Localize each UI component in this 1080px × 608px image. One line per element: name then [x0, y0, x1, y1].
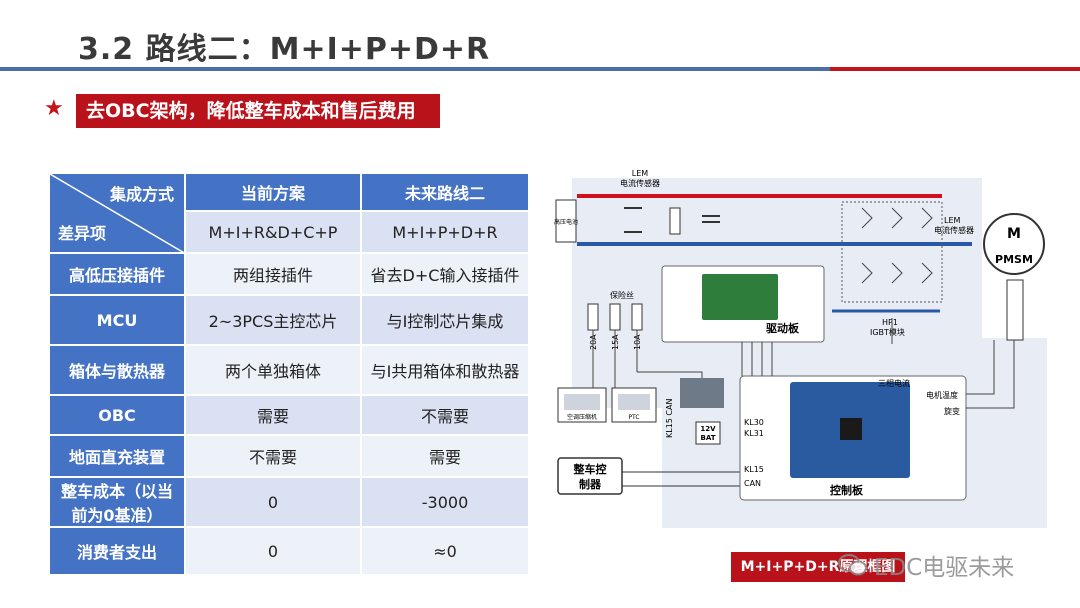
fuse-icon [587, 303, 599, 331]
lem-top-label: LEM [632, 169, 649, 178]
motor-symbol: M [1007, 226, 1021, 242]
table-row: 高低压接插件 两组接插件 省去D+C输入接插件 [48, 252, 530, 296]
row-label: 地面直充装置 [48, 434, 186, 478]
comparison-table: 集成方式 差异项 当前方案 未来路线二 M+I+R&D+C+P M+I+P+D+… [48, 172, 530, 576]
motor-icon [983, 213, 1045, 275]
wechat-icon [838, 554, 867, 576]
table-row: 箱体与散热器 两个单独箱体 与I共用箱体和散热器 [48, 344, 530, 396]
subheader-current: M+I+R&D+C+P [184, 210, 362, 254]
row-future: 与I共用箱体和散热器 [360, 344, 530, 396]
battery-12v-icon [695, 421, 721, 445]
row-future: -3000 [360, 476, 530, 528]
watermark-text: EDC电驱未来 [874, 555, 1015, 581]
vcu-line1: 整车控 [573, 462, 607, 476]
lem-right-label: LEM [944, 216, 961, 225]
table-corner-cell: 集成方式 差异项 [48, 172, 186, 254]
kl15-label: KL15 [744, 465, 764, 474]
kl15can-label: KL15 CAN [665, 399, 674, 438]
three-phase-label: 三相电流 [878, 378, 910, 388]
vcu-line2: 制器 [579, 477, 602, 491]
row-current: 2~3PCS主控芯片 [184, 294, 362, 346]
row-current: 不需要 [184, 434, 362, 478]
watermark: EDC电驱未来 [838, 548, 1014, 582]
row-label: 整车成本（以当前为0基准） [48, 476, 186, 528]
drive-board-image [702, 274, 778, 320]
hv-battery-icon [555, 199, 577, 243]
title-rule-red [830, 67, 1080, 71]
system-block-diagram: 高压电池 LEM 电流传感器 HP1 IGBT模块 LEM 电流传感器 M PM… [552, 168, 1052, 534]
col-header-future: 未来路线二 [360, 172, 530, 212]
row-future: ≈0 [360, 526, 530, 576]
row-current: 两组接插件 [184, 252, 362, 296]
row-current: 需要 [184, 394, 362, 436]
table-row: OBC 需要 不需要 [48, 394, 530, 436]
lem-top-sub: 电流传感器 [620, 178, 660, 188]
corner-top-label: 集成方式 [109, 185, 174, 204]
row-future: 不需要 [360, 394, 530, 436]
bat-12v-b: BAT [701, 434, 716, 442]
igbt-line1: HP1 [882, 318, 898, 327]
row-current: 两个单独箱体 [184, 344, 362, 396]
title-rule-blue [0, 67, 830, 71]
row-label: 高低压接插件 [48, 252, 186, 296]
col-header-current: 当前方案 [184, 172, 362, 212]
row-label: 消费者支出 [48, 526, 186, 576]
row-current: 0 [184, 526, 362, 576]
row-future: 与I控制芯片集成 [360, 294, 530, 346]
row-label: OBC [48, 394, 186, 436]
row-future: 需要 [360, 434, 530, 478]
page-title: 3.2 路线二：M+I+P+D+R [78, 32, 491, 67]
can-label: CAN [744, 479, 761, 488]
fuse-label: 保险丝 [610, 290, 634, 300]
motor-temp-label: 电机温度 [926, 390, 958, 400]
resolver-shaft-icon [1006, 279, 1024, 341]
kl31-label: KL31 [744, 429, 764, 438]
table-row: 消费者支出 0 ≈0 [48, 526, 530, 576]
dcdc-image [680, 378, 724, 408]
star-icon: ★ [44, 96, 64, 121]
aircon-label: 空调压缩机 [567, 413, 597, 421]
igbt-line2: IGBT模块 [870, 327, 905, 337]
ptc-label: PTC [628, 414, 639, 421]
subheader-future: M+I+P+D+R [360, 210, 530, 254]
corner-diagonal [50, 174, 186, 254]
row-label: MCU [48, 294, 186, 346]
section-banner: 去OBC架构，降低整车成本和售后费用 [76, 94, 440, 128]
igbt-bridge [841, 201, 943, 303]
diagram-caption: M+I+P+D+R原理框图 [731, 552, 905, 582]
vcu-block [557, 457, 623, 495]
hv-battery-label: 高压电池 [554, 218, 578, 226]
drive-board-label: 驱动板 [766, 321, 800, 335]
row-future: 省去D+C输入接插件 [360, 252, 530, 296]
row-current: 0 [184, 476, 362, 528]
row-label: 箱体与散热器 [48, 344, 186, 396]
lem-right-sub: 电流传感器 [934, 225, 974, 235]
corner-bottom-label: 差异项 [58, 224, 107, 243]
resolver-label: 旋变 [944, 406, 960, 416]
motor-label: PMSM [995, 253, 1033, 266]
bat-12v-a: 12V [700, 425, 716, 433]
table-row: MCU 2~3PCS主控芯片 与I控制芯片集成 [48, 294, 530, 346]
control-board-label: 控制板 [830, 483, 864, 497]
table-row: 地面直充装置 不需要 需要 [48, 434, 530, 478]
resistor-icon [669, 207, 681, 235]
table-row: 整车成本（以当前为0基准） 0 -3000 [48, 476, 530, 528]
kl30-label: KL30 [744, 418, 764, 427]
